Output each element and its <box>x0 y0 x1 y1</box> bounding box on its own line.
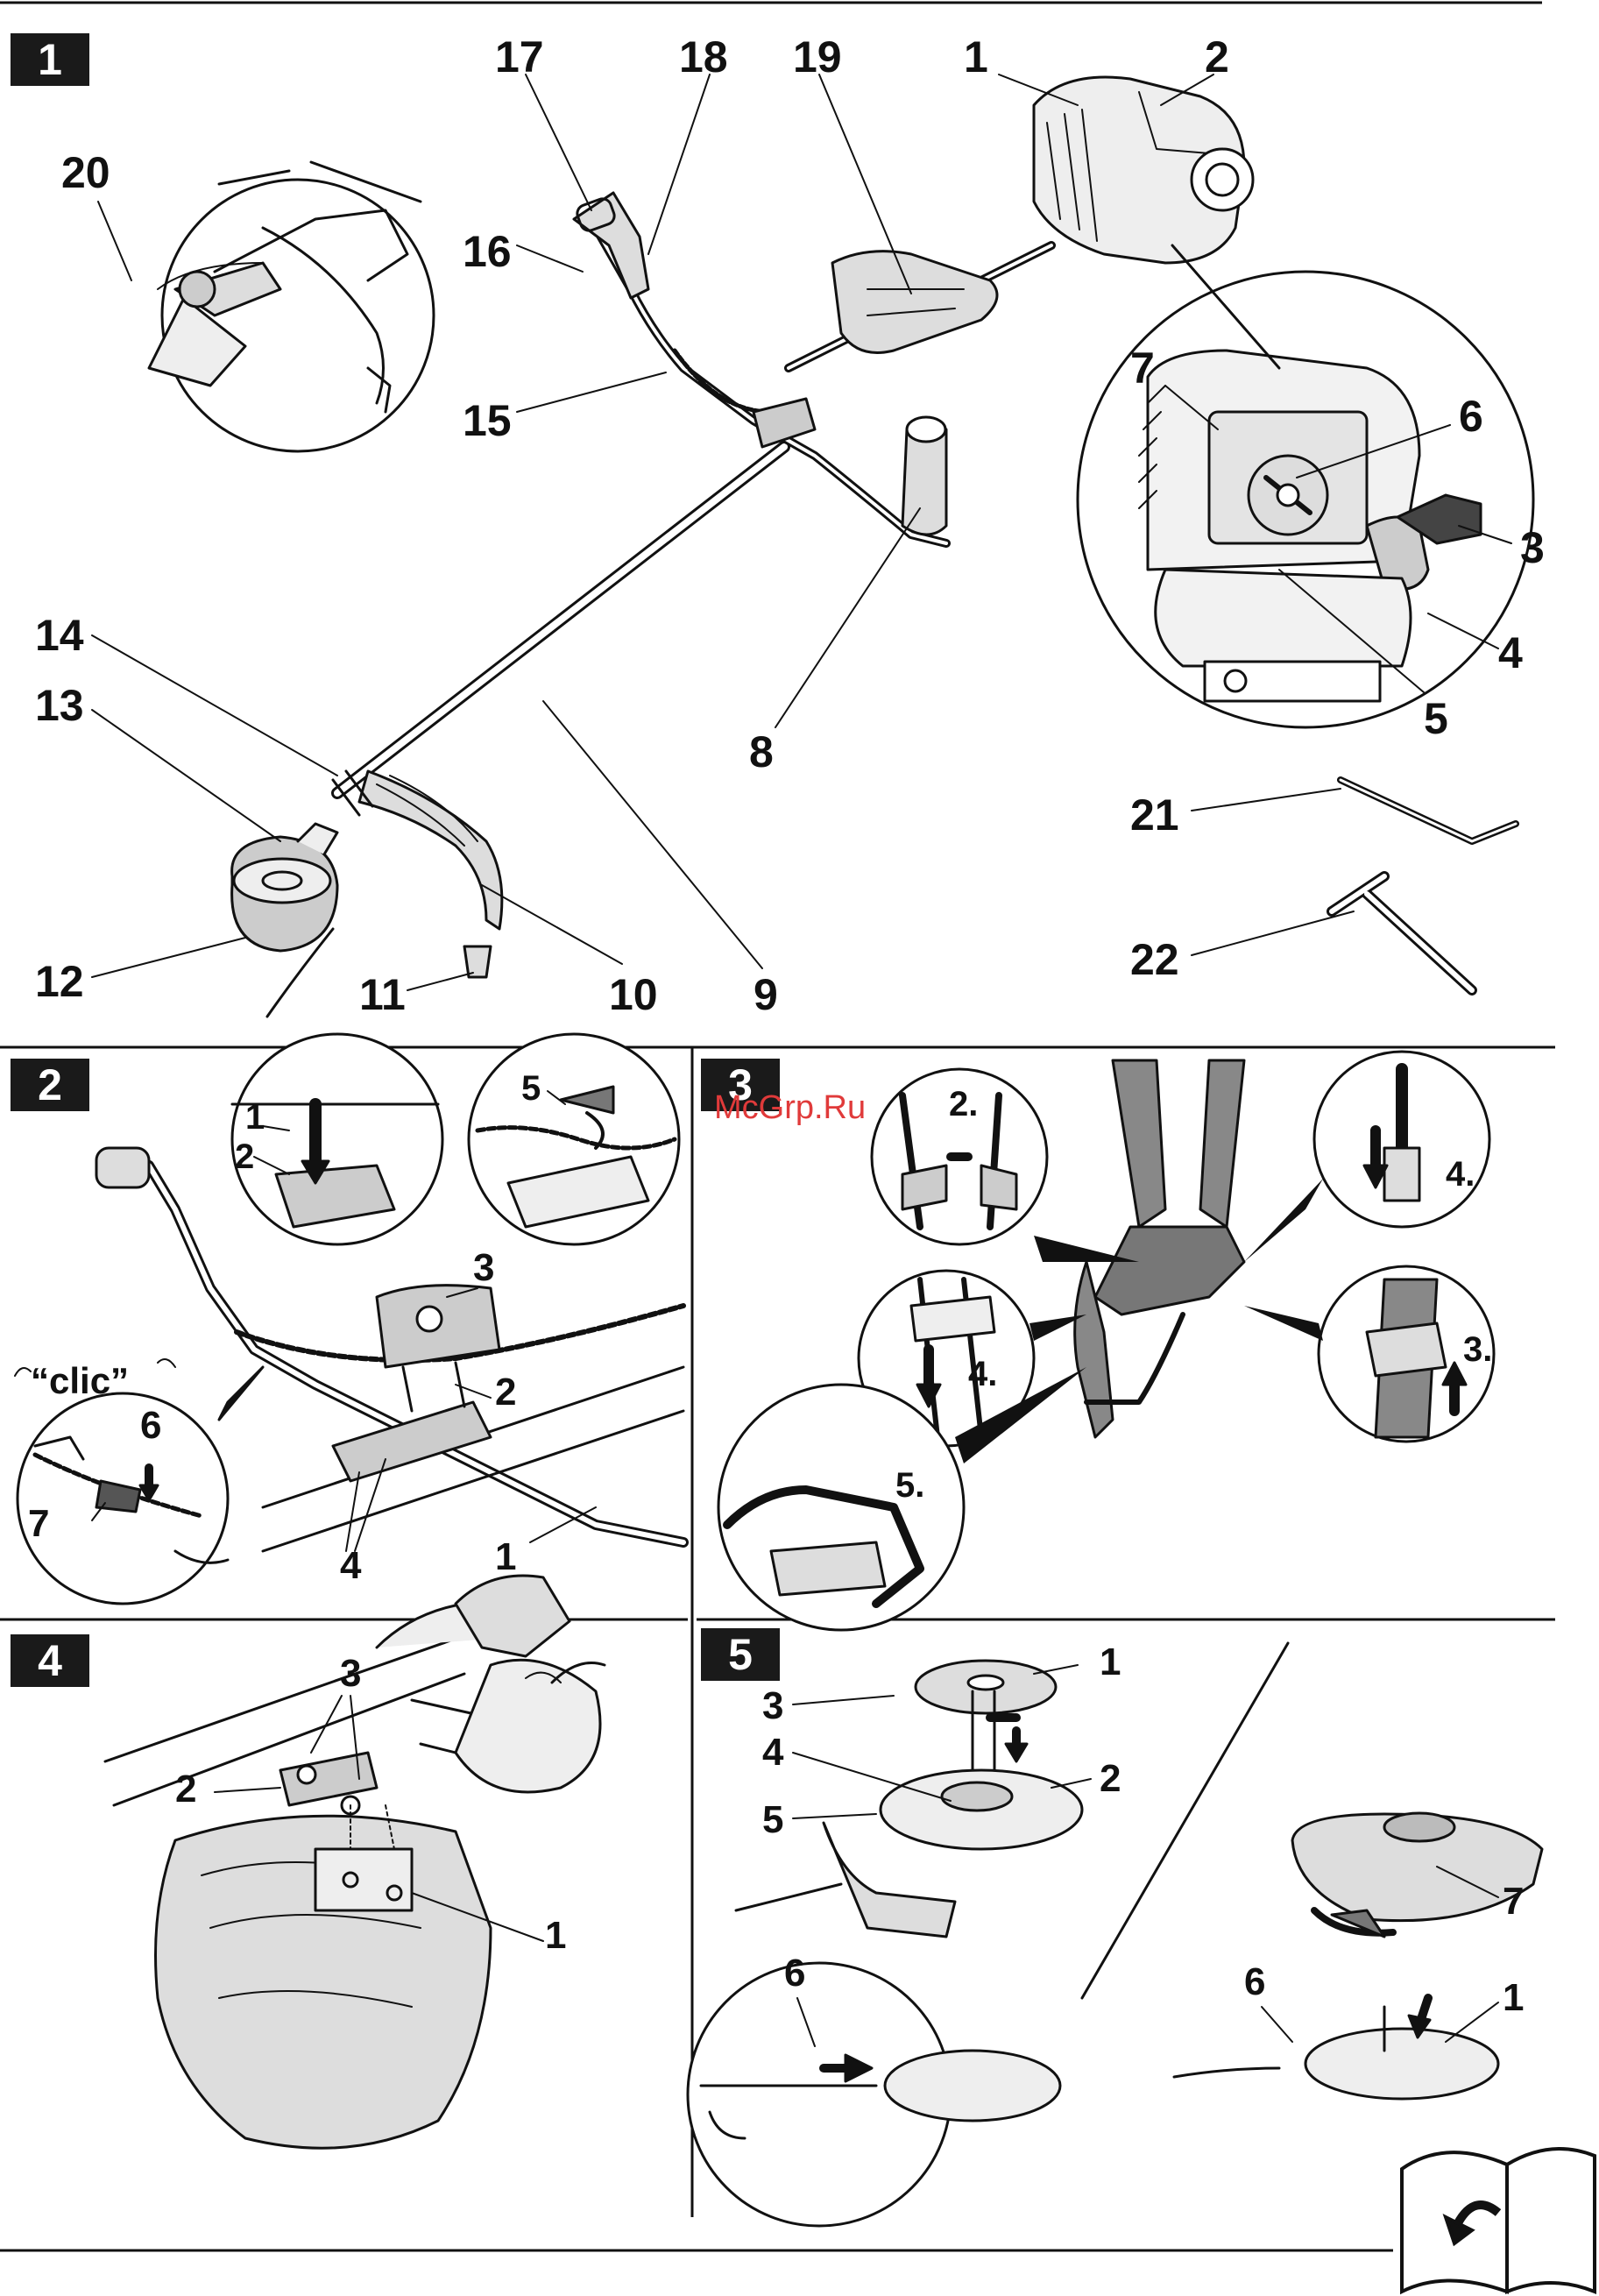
fig3-step-2: 2. <box>949 1087 978 1122</box>
fig1-callout-13: 13 <box>35 684 84 727</box>
fig1-callout-10: 10 <box>609 973 658 1017</box>
section-badge-4: 4 <box>11 1634 89 1687</box>
fig5-callout-4: 4 <box>762 1733 783 1772</box>
fig1-callout-12: 12 <box>35 960 84 1003</box>
fig2-callout-5: 5 <box>521 1071 541 1106</box>
fig5-flange-right <box>1305 2029 1498 2099</box>
fig4-callout-2: 2 <box>175 1770 196 1809</box>
fig3-step-5: 5. <box>895 1468 924 1503</box>
watermark-text: McGrp.Ru <box>714 1091 866 1124</box>
fig4-gear-head <box>456 1576 570 1656</box>
fig5-callout-2: 2 <box>1100 1760 1121 1798</box>
fig1-callout-4: 4 <box>1498 631 1523 675</box>
fig1-callout-3: 3 <box>1520 526 1545 570</box>
section-badge-2: 2 <box>11 1059 89 1111</box>
fig5-callout-1-right: 1 <box>1503 1979 1524 2017</box>
fig5-callout-7: 7 <box>1503 1882 1524 1921</box>
fig5-callout-6: 6 <box>1244 1963 1265 2002</box>
fig4-trimmer-head <box>456 1660 600 1792</box>
fig3-step-4-left: 4. <box>968 1357 997 1392</box>
fig5-callout-3: 3 <box>762 1687 783 1726</box>
fig2-handle-mount <box>15 1034 683 1604</box>
fig1-callout-7: 7 <box>1130 346 1155 390</box>
fig1-callout-15: 15 <box>463 399 512 443</box>
fig3-step-4-top: 4. <box>1446 1157 1475 1192</box>
fig1-brushcutter <box>92 74 1533 1017</box>
fig5-callout-6-inset: 6 <box>784 1954 805 1993</box>
fig4-callout-1: 1 <box>545 1917 566 1955</box>
fig2-callout-2: 2 <box>495 1373 516 1412</box>
fig1-callout-18: 18 <box>679 35 728 79</box>
fig5-callout-5: 5 <box>762 1801 783 1839</box>
fig4-bracket <box>280 1753 377 1805</box>
fig2-callout-7: 7 <box>28 1505 49 1543</box>
fig2-callout-2-inset: 2 <box>235 1139 254 1174</box>
fig2-callout-1-inset: 1 <box>245 1100 265 1135</box>
fig1-callout-1: 1 <box>964 35 988 79</box>
rear-handle <box>832 252 997 353</box>
cutting-guard <box>359 771 502 929</box>
fig1-callout-21: 21 <box>1130 793 1179 837</box>
hex-key <box>1341 780 1516 841</box>
fig1-callout-20: 20 <box>61 151 110 195</box>
fig1-callout-17: 17 <box>495 35 544 79</box>
fig1-callout-8: 8 <box>749 730 774 774</box>
fig2-callout-1: 1 <box>495 1538 516 1577</box>
fig1-callout-11: 11 <box>359 973 406 1017</box>
fig5-head-assembly <box>688 1643 1542 2226</box>
section-badge-1: 1 <box>11 33 89 86</box>
harness-straps <box>1113 1060 1244 1227</box>
fig2-callout-6: 6 <box>140 1407 161 1445</box>
fig2-callout-4: 4 <box>340 1547 361 1585</box>
fig1-callout-22: 22 <box>1130 938 1179 981</box>
fig1-callout-9: 9 <box>754 973 778 1017</box>
fig4-callout-3: 3 <box>340 1655 361 1693</box>
fig2-clic-label: “clic” <box>31 1363 129 1400</box>
manual-book-icon <box>1402 2149 1595 2292</box>
fig1-callout-5: 5 <box>1424 697 1448 741</box>
section-badge-5: 5 <box>701 1628 780 1681</box>
fig5-callout-1: 1 <box>1100 1643 1121 1682</box>
fig1-callout-16: 16 <box>463 230 512 273</box>
fig1-callout-6: 6 <box>1459 394 1483 438</box>
fig3-step-3: 3. <box>1463 1332 1492 1367</box>
fig2-callout-3: 3 <box>473 1249 494 1287</box>
fig1-callout-14: 14 <box>35 613 84 657</box>
fig1-callout-2: 2 <box>1205 35 1229 79</box>
fig1-callout-19: 19 <box>793 35 842 79</box>
fig3-harness <box>718 1052 1494 1630</box>
